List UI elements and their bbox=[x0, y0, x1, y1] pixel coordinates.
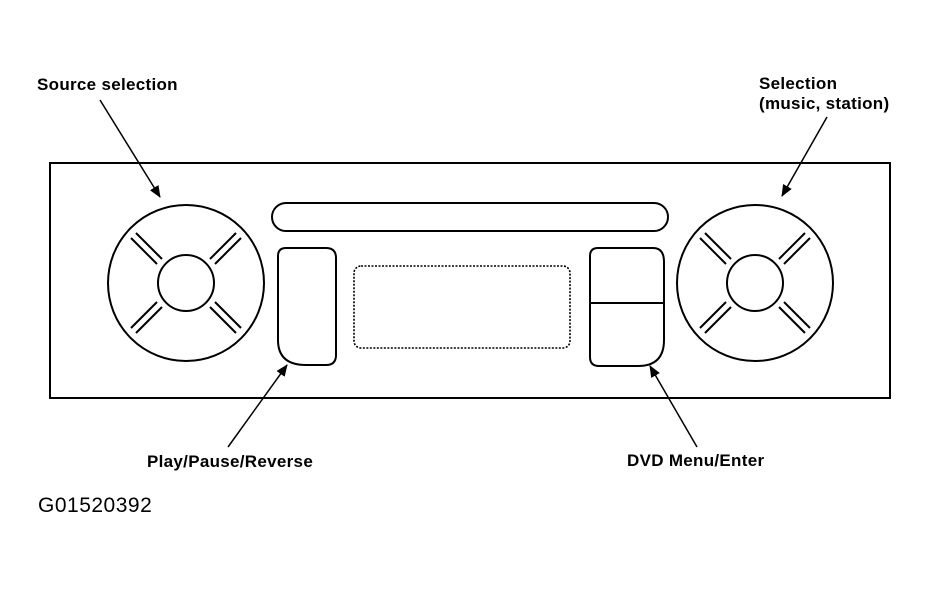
source-selection-dpad[interactable] bbox=[107, 204, 265, 362]
play-pause-reverse-button[interactable] bbox=[277, 247, 337, 366]
selection-label-line1: Selection bbox=[759, 74, 838, 93]
selection-arrow bbox=[781, 116, 828, 197]
source-selection-arrow bbox=[99, 99, 161, 198]
selection-dpad[interactable] bbox=[676, 204, 834, 362]
dvd-menu-enter-arrow bbox=[649, 365, 698, 448]
source-selection-label: Source selection bbox=[37, 75, 178, 94]
dvd-menu-enter-buttons[interactable] bbox=[589, 247, 665, 367]
center-display bbox=[353, 265, 571, 349]
selection-label-line2: (music, station) bbox=[759, 94, 890, 113]
play-pause-reverse-arrow bbox=[227, 364, 288, 448]
dvd-menu-enter-label: DVD Menu/Enter bbox=[627, 451, 765, 470]
control-panel-outline bbox=[49, 162, 891, 399]
selection-label: Selection (music, station) bbox=[759, 74, 889, 114]
top-slot bbox=[271, 202, 669, 232]
figure-id: G01520392 bbox=[38, 494, 153, 517]
play-pause-reverse-label: Play/Pause/Reverse bbox=[147, 452, 314, 471]
